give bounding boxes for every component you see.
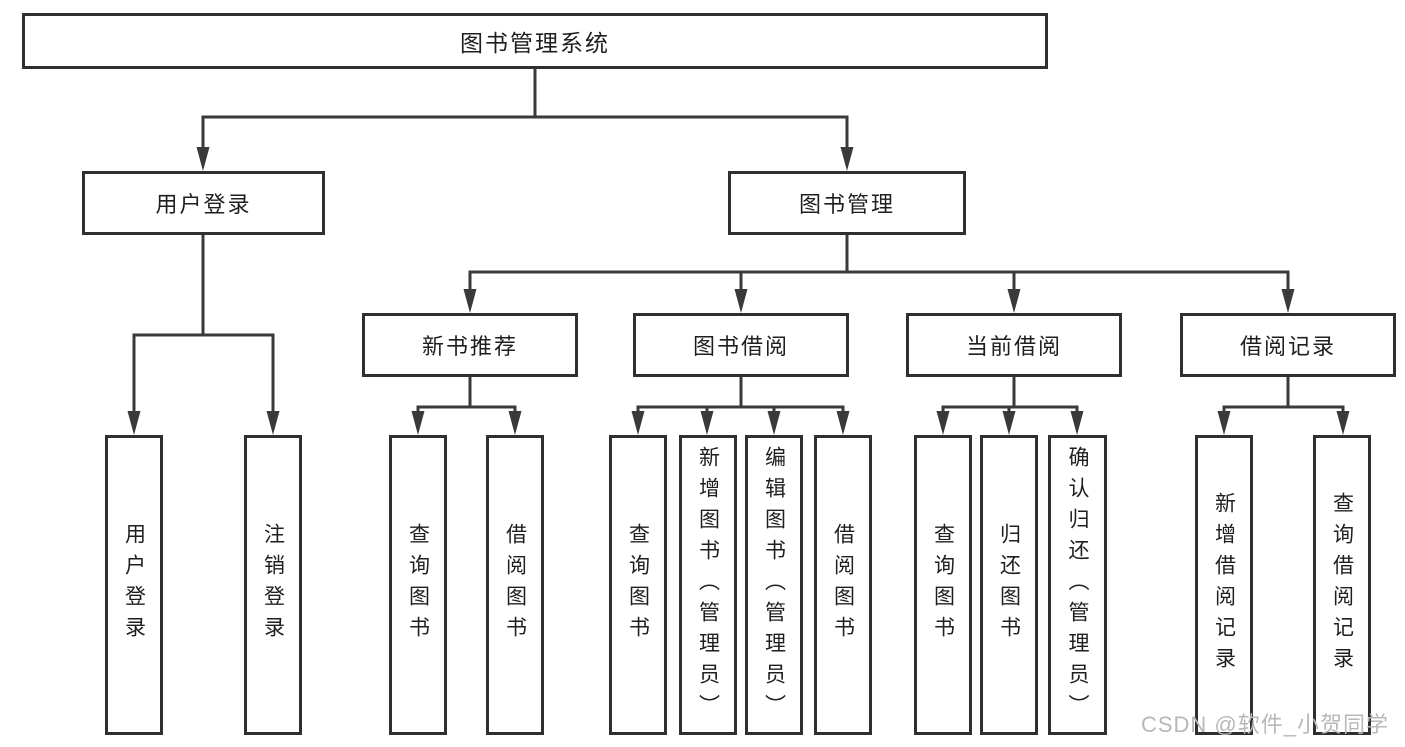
leaf-query-books-2: 查询图书 bbox=[609, 435, 667, 735]
csdn-watermark: CSDN @软件_小贺同学 bbox=[1140, 712, 1389, 737]
node-book-borrowing: 图书借阅 bbox=[633, 313, 849, 377]
node-label: 借阅图书 bbox=[831, 523, 855, 647]
leaf-user-login: 用户登录 bbox=[105, 435, 163, 735]
node-label: 查询借阅记录 bbox=[1330, 492, 1354, 678]
node-label: 查询图书 bbox=[626, 523, 650, 647]
node-label: 当前借阅 bbox=[965, 334, 1062, 359]
node-label: 图书管理系统 bbox=[460, 30, 610, 56]
node-label: 新增图书（管理员） bbox=[696, 445, 720, 725]
leaf-borrow-books-1: 借阅图书 bbox=[486, 435, 544, 735]
node-label: 归还图书 bbox=[997, 523, 1021, 647]
node-book-management-branch: 图书管理 bbox=[728, 171, 966, 235]
node-label: 用户登录 bbox=[122, 523, 146, 647]
node-label: 编辑图书（管理员） bbox=[762, 445, 786, 725]
node-user-login-branch: 用户登录 bbox=[82, 171, 325, 235]
node-label: 查询图书 bbox=[406, 523, 430, 647]
node-current-borrowing: 当前借阅 bbox=[906, 313, 1122, 377]
node-label: 借阅记录 bbox=[1239, 334, 1336, 359]
node-label: 用户登录 bbox=[155, 192, 252, 217]
leaf-query-books-1: 查询图书 bbox=[389, 435, 447, 735]
node-label: 注销登录 bbox=[261, 523, 285, 647]
node-label: 新书推荐 bbox=[421, 334, 518, 359]
leaf-logout: 注销登录 bbox=[244, 435, 302, 735]
node-library-management-system: 图书管理系统 bbox=[22, 13, 1048, 69]
node-label: 确认归还（管理员） bbox=[1066, 445, 1089, 725]
leaf-query-borrow-record: 查询借阅记录 bbox=[1313, 435, 1371, 735]
leaf-confirm-return-admin: 确认归还（管理员） bbox=[1048, 435, 1107, 735]
leaf-borrow-books-2: 借阅图书 bbox=[814, 435, 872, 735]
leaf-edit-book-admin: 编辑图书（管理员） bbox=[745, 435, 803, 735]
node-label: 图书管理 bbox=[798, 192, 895, 217]
leaf-query-books-3: 查询图书 bbox=[914, 435, 972, 735]
node-new-book-recommendation: 新书推荐 bbox=[362, 313, 578, 377]
node-label: 借阅图书 bbox=[503, 523, 527, 647]
node-borrowing-records: 借阅记录 bbox=[1180, 313, 1396, 377]
leaf-return-book: 归还图书 bbox=[980, 435, 1038, 735]
node-label: 新增借阅记录 bbox=[1212, 492, 1236, 678]
leaf-add-book-admin: 新增图书（管理员） bbox=[679, 435, 737, 735]
leaf-add-borrow-record: 新增借阅记录 bbox=[1195, 435, 1253, 735]
node-label: 图书借阅 bbox=[692, 334, 789, 359]
node-label: 查询图书 bbox=[931, 523, 955, 647]
